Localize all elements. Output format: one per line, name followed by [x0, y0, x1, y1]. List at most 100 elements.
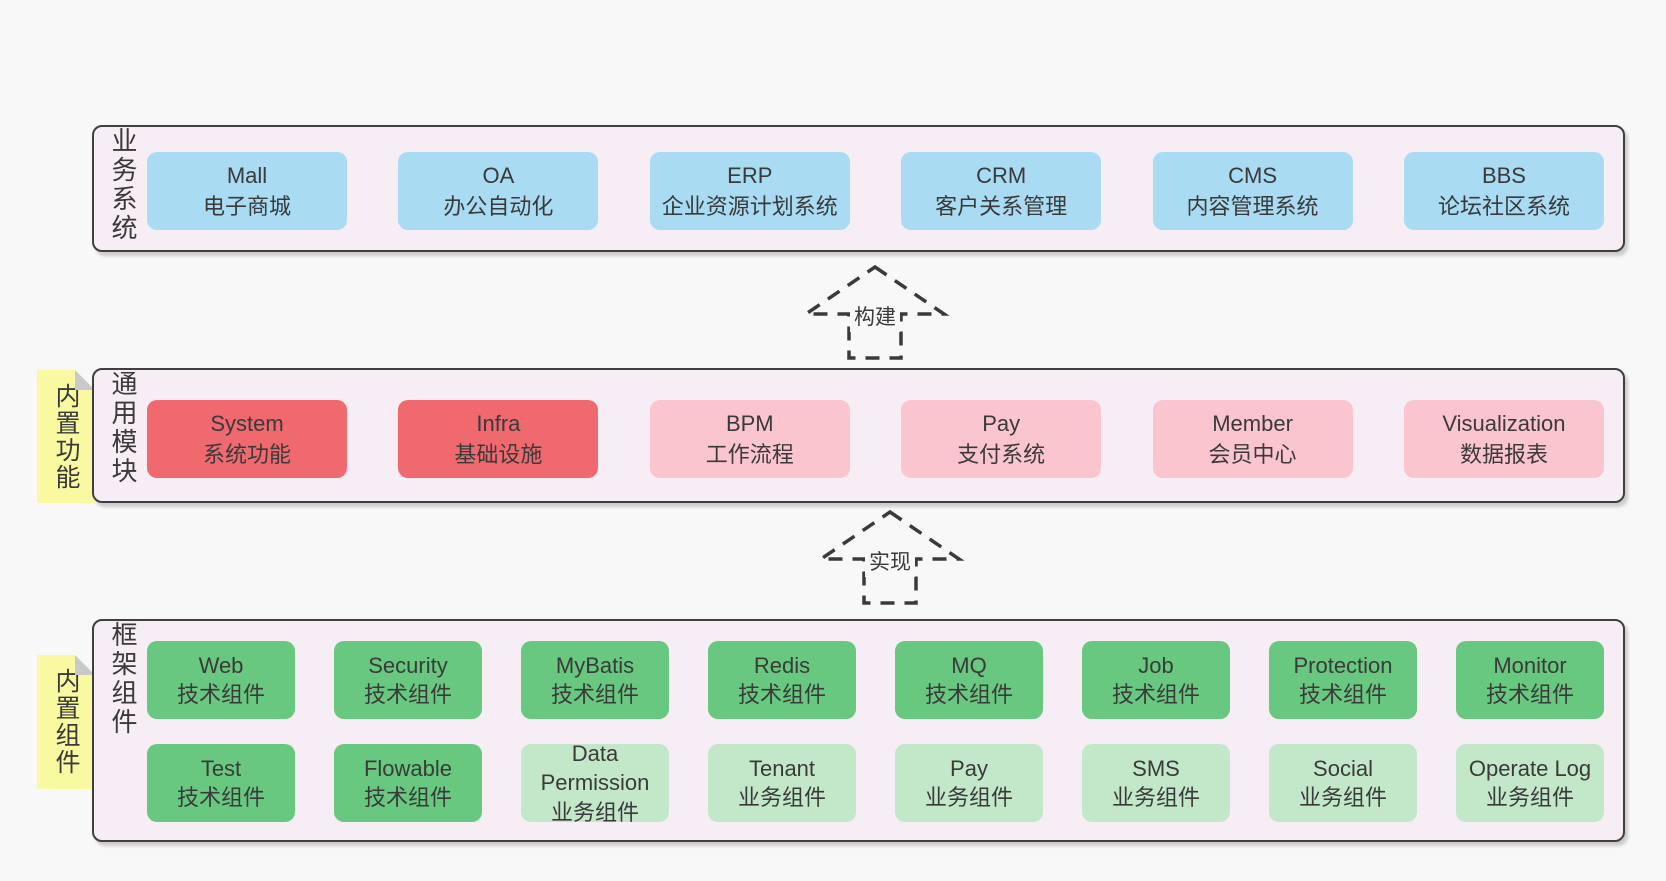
box-monitor: Monitor 技术组件 [1456, 641, 1604, 719]
box-title: Tenant [748, 755, 816, 781]
box-title: BBS [1481, 162, 1526, 188]
box-title: SMS [1132, 755, 1180, 781]
box-title: Mall [226, 162, 268, 188]
box-visualization: Visualization 数据报表 [1403, 400, 1604, 478]
box-subtitle: 业务组件 [1485, 785, 1574, 810]
box-subtitle: 内容管理系统 [1186, 194, 1319, 219]
sticky-note-builtin-components: 内置组件 [37, 655, 95, 789]
arrow-implement: 实现 [805, 507, 975, 607]
layer-label-common-modules: 通用模块 [108, 370, 138, 486]
box-crm: CRM 客户关系管理 [901, 152, 1102, 230]
box-mq: MQ 技术组件 [895, 641, 1043, 719]
box-subtitle: 业务组件 [550, 799, 639, 825]
box-member: Member 会员中心 [1152, 400, 1353, 478]
box-oa: OA 办公自动化 [398, 152, 599, 230]
box-subtitle: 技术组件 [924, 682, 1013, 707]
box-pay: Pay 支付系统 [901, 400, 1102, 478]
box-row-business-systems: Mall 电子商城 OA 办公自动化 ERP 企业资源计划系统 CRM 客户关系管理 CMS 内容… [147, 152, 1604, 230]
layer-business-systems: 业务系统 Mall 电子商城 OA 办公自动化 ERP 企业资源计划系统 CRM 客户关系管理… [92, 125, 1625, 252]
box-subtitle: 系统功能 [202, 442, 291, 467]
box-subtitle: 技术组件 [1298, 682, 1387, 707]
box-security: Security 技术组件 [334, 641, 482, 719]
box-sms: SMS 业务组件 [1082, 744, 1230, 822]
box-mall: Mall 电子商城 [147, 152, 347, 230]
box-subtitle: 技术组件 [1485, 682, 1574, 707]
box-title: Monitor [1493, 652, 1567, 678]
box-title: Data Permission [540, 741, 650, 796]
box-operate-log: Operate Log 业务组件 [1456, 744, 1604, 822]
box-pay: Pay 业务组件 [895, 744, 1043, 822]
dashed-up-arrow-icon [800, 264, 950, 360]
arrow-build: 构建 [790, 262, 960, 362]
box-system: System 系统功能 [147, 400, 347, 478]
sticky-note-builtin-features: 内置功能 [37, 370, 95, 503]
sticky-note-label: 内置功能 [52, 382, 80, 491]
box-title: Visualization [1442, 410, 1566, 436]
box-bpm: BPM 工作流程 [649, 400, 850, 478]
box-title: MQ [951, 652, 987, 678]
box-subtitle: 技术组件 [176, 682, 265, 707]
box-title: Pay [950, 755, 988, 781]
box-subtitle: 数据报表 [1459, 442, 1548, 467]
box-redis: Redis 技术组件 [708, 641, 856, 719]
box-subtitle: 工作流程 [705, 442, 794, 467]
box-subtitle: 办公自动化 [443, 194, 554, 219]
box-test: Test 技术组件 [147, 744, 295, 822]
box-title: CMS [1228, 162, 1277, 188]
layer-label-framework-components: 框架组件 [108, 621, 138, 737]
box-title: ERP [727, 162, 773, 188]
box-title: Web [198, 652, 244, 678]
box-data-permission: Data Permission 业务组件 [521, 741, 669, 825]
box-subtitle: 电子商城 [202, 194, 291, 219]
box-title: Flowable [363, 755, 453, 781]
box-subtitle: 技术组件 [1111, 682, 1200, 707]
box-subtitle: 基础设施 [454, 442, 543, 467]
box-subtitle: 业务组件 [924, 785, 1013, 810]
sticky-note-label: 内置组件 [52, 668, 80, 776]
box-subtitle: 业务组件 [1111, 785, 1200, 810]
box-title: Test [200, 755, 242, 781]
box-title: Security [368, 652, 448, 678]
arrow-build-label: 构建 [850, 300, 900, 332]
box-subtitle: 客户关系管理 [935, 194, 1068, 219]
box-title: Operate Log [1468, 755, 1592, 781]
box-title: CRM [976, 162, 1027, 188]
box-subtitle: 支付系统 [957, 442, 1046, 467]
box-title: Job [1138, 652, 1174, 678]
box-mybatis: MyBatis 技术组件 [521, 641, 669, 719]
box-title: Redis [753, 652, 811, 678]
arrow-implement-label: 实现 [865, 545, 915, 577]
box-subtitle: 技术组件 [176, 785, 265, 810]
box-subtitle: 技术组件 [550, 682, 639, 707]
box-cms: CMS 内容管理系统 [1152, 152, 1353, 230]
box-subtitle: 技术组件 [737, 682, 826, 707]
box-protection: Protection 技术组件 [1269, 641, 1417, 719]
box-title: OA [482, 162, 515, 188]
layer-label-business-systems: 业务系统 [108, 127, 138, 243]
box-title: Protection [1293, 652, 1393, 678]
box-subtitle: 会员中心 [1208, 442, 1297, 467]
box-subtitle: 技术组件 [363, 785, 452, 810]
box-web: Web 技术组件 [147, 641, 295, 719]
box-title: Social [1313, 755, 1373, 781]
box-title: MyBatis [555, 652, 635, 678]
box-flowable: Flowable 技术组件 [334, 744, 482, 822]
box-title: Pay [982, 410, 1021, 436]
box-subtitle: 技术组件 [363, 682, 452, 707]
box-erp: ERP 企业资源计划系统 [649, 152, 850, 230]
box-title: Member [1212, 410, 1293, 436]
box-row-framework-components-bottom: Test 技术组件 Flowable 技术组件 Data Permission 业务组件 T… [147, 741, 1604, 825]
box-title: BPM [725, 410, 774, 436]
box-subtitle: 企业资源计划系统 [661, 194, 838, 219]
box-title: System [210, 410, 284, 436]
box-job: Job 技术组件 [1082, 641, 1230, 719]
